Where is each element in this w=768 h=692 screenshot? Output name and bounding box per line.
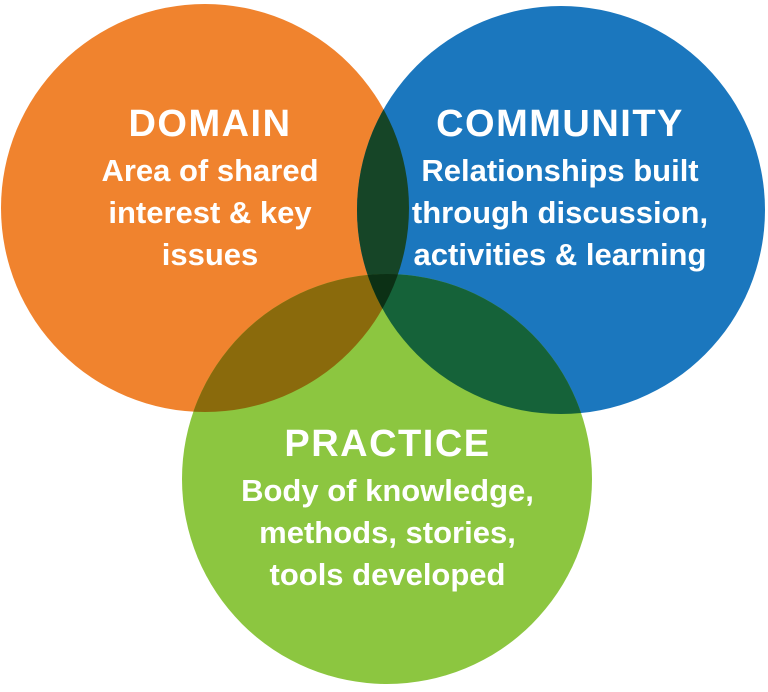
- domain-practice-overlap: [182, 274, 409, 412]
- community-practice-overlap: [357, 274, 592, 414]
